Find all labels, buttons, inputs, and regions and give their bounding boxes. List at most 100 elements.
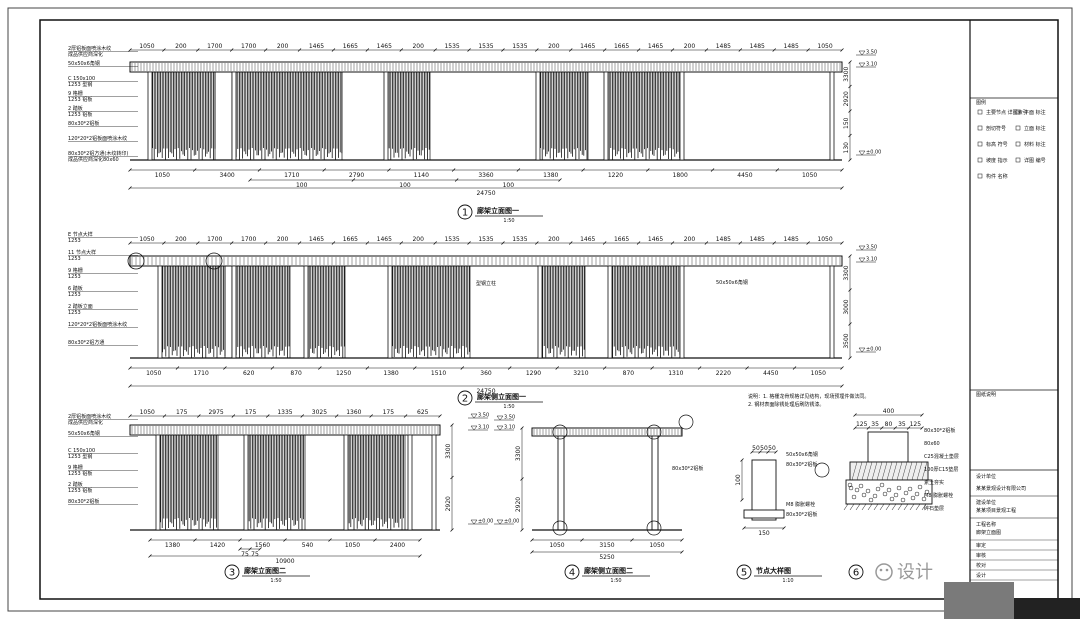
dim-tick (893, 426, 897, 430)
callout-text: 2厚铝板面喷涂木纹 (68, 45, 111, 52)
dim-label: 1050 (549, 542, 564, 549)
note: 80x30*2铝板 (672, 465, 703, 472)
concrete-hatch (851, 461, 858, 481)
dim-tick (602, 241, 607, 245)
dim-label: 200 (277, 236, 289, 243)
dim-tick (840, 168, 844, 172)
dim-label: 100 (399, 182, 411, 189)
level-label: ±0.00 (866, 347, 881, 353)
dim-label: 50 (760, 445, 768, 452)
tb-project: 某某项目景观工程 (976, 507, 1016, 514)
dim-tick (581, 168, 585, 172)
dim-tick (806, 48, 810, 52)
mid-label: 型钢立柱 (476, 280, 496, 287)
dim-tick (265, 414, 270, 418)
dim-tick (806, 241, 810, 245)
dim-label: 75 (241, 551, 249, 558)
dim-tick (704, 48, 709, 52)
concrete-hatch (921, 461, 928, 481)
detail-note: C25混凝土垫层 (924, 453, 959, 460)
level-label: 3.10 (866, 257, 877, 263)
level-marker (858, 62, 866, 68)
level-label: 3.10 (478, 425, 489, 431)
legend-item: 主要节点 详图索引 (986, 109, 1028, 116)
dim-tick (300, 414, 305, 418)
callout-sub: 1253 铝板 (68, 111, 92, 118)
concrete-hatch (866, 461, 873, 481)
dim-label: 1220 (608, 172, 623, 179)
dim-label: 1360 (346, 409, 361, 416)
callout-sub: 1253 (68, 274, 81, 280)
column (383, 71, 389, 161)
dim-tick (840, 384, 844, 388)
legend-swatch (977, 109, 983, 115)
level-label: 3.10 (866, 62, 877, 68)
dim-tick (192, 168, 197, 172)
callout-sub: 1253 铝板 (68, 470, 92, 477)
dim-label: 200 (684, 43, 696, 50)
dim-label: 3400 (219, 172, 234, 179)
dim-label: 24750 (476, 190, 495, 197)
dim-tick (580, 538, 584, 542)
dim-tick (365, 366, 370, 370)
column (157, 265, 163, 359)
level-label: ±0.00 (504, 519, 519, 525)
dim-label: 1140 (414, 172, 429, 179)
gravel (921, 496, 927, 502)
dim-tick (467, 241, 471, 245)
dim-label: 1465 (377, 43, 392, 50)
dim-label-v: 3300 (843, 66, 850, 81)
legend-item: 构件 名称 (986, 173, 1008, 180)
level-marker (858, 50, 866, 56)
tb-text: 建设单位 (976, 499, 996, 506)
dim-label-v: 3300 (445, 443, 452, 458)
legend-swatch (977, 125, 983, 131)
dim-label: 1535 (444, 236, 459, 243)
detail-note: 80x30*2铝板 (786, 511, 817, 518)
dim-tick (399, 241, 404, 245)
dim-tick (283, 538, 287, 542)
soil-hatch (855, 503, 861, 511)
gravel (886, 487, 892, 493)
dim-label-v: 150 (843, 117, 850, 129)
column (431, 434, 437, 531)
dim-tick (175, 366, 180, 370)
dim-tick (738, 241, 743, 245)
legend-item: 标高 符号 (986, 141, 1008, 148)
dim-label: 540 (302, 542, 314, 549)
column (147, 71, 153, 161)
dim-tick (520, 528, 524, 532)
dim-label: 1510 (431, 370, 446, 377)
concrete-hatch (886, 461, 893, 481)
gravel (851, 494, 857, 500)
dim-tick (555, 366, 559, 370)
dim-tick (229, 241, 234, 245)
dim-label: 10900 (275, 558, 294, 565)
dim-label: 4450 (763, 370, 778, 377)
beam (531, 427, 683, 437)
gravel (910, 495, 916, 501)
dim-label: 35 (898, 421, 906, 428)
wechat-icon (875, 563, 893, 581)
soil-hatch (921, 503, 927, 511)
gravel (868, 497, 874, 503)
dim-tick (866, 426, 871, 430)
soil-hatch (849, 503, 855, 511)
column (407, 434, 413, 531)
dim-label: 1535 (512, 43, 527, 50)
dim-tick (196, 48, 200, 52)
callout-text: 50x50x6角钢 (68, 430, 100, 437)
gravel (858, 483, 864, 489)
callout-text: 120*20*2铝板面喷涂木纹 (68, 135, 127, 142)
dim-tick (848, 322, 852, 326)
level-marker (470, 413, 478, 419)
dim-tick (650, 366, 654, 370)
column (679, 71, 685, 161)
dim-tick (535, 48, 539, 52)
dim-tick (670, 48, 675, 52)
concrete-hatch (896, 461, 903, 481)
view-number: 5 (741, 568, 747, 579)
dim-label: 1465 (580, 43, 595, 50)
title-block: 图例主要节点 详图索引平面 标注剖切符号立面 标注标高 符号材料 标注坡度 指示… (970, 97, 1058, 589)
view-number: 3 (229, 568, 235, 579)
